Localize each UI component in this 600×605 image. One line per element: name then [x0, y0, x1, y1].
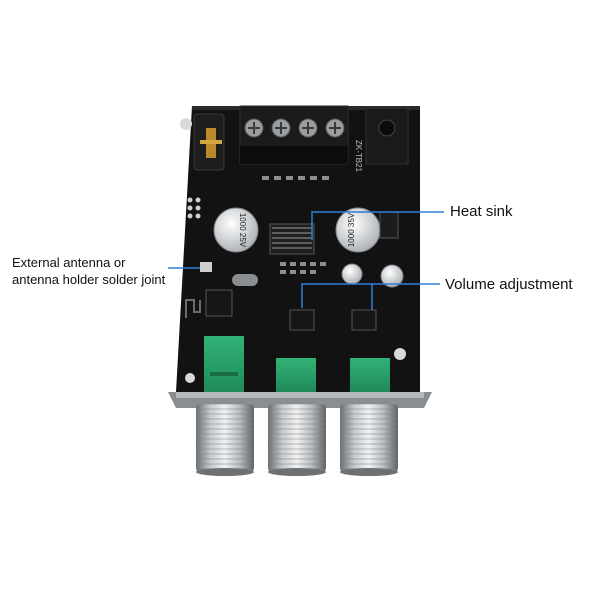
screw-terminal-block: [239, 105, 349, 165]
terminal-screw: [298, 118, 318, 138]
volume-pointer: [301, 283, 440, 310]
capacitor-right: 1000 35V: [335, 207, 381, 253]
antenna-label-line-2: antenna holder solder joint: [12, 272, 166, 287]
heat-sink-ic: [269, 223, 315, 255]
terminal-screw: [244, 118, 264, 138]
potentiometer-body-right: [350, 358, 390, 392]
mount-hole: [180, 118, 192, 130]
volume-knob-left[interactable]: [196, 404, 254, 476]
model-silkscreen: ZK-TB21: [354, 140, 363, 173]
terminal-screw: [271, 118, 291, 138]
pad-grid: [187, 197, 201, 219]
small-capacitor-c38: [341, 263, 363, 285]
heat-sink-label: Heat sink: [450, 203, 513, 220]
capacitor-label: 1000 35V: [347, 212, 356, 247]
op-amp-chip: [289, 309, 315, 331]
antenna-label: External antenna or antenna holder solde…: [12, 254, 165, 288]
mount-hole: [185, 373, 195, 383]
antenna-label-line-1: External antenna or: [12, 255, 126, 270]
heat-sink-pointer: [311, 211, 444, 240]
volume-adjustment-label: Volume adjustment: [445, 276, 573, 293]
bluetooth-module: [185, 274, 258, 318]
small-capacitor-c40: [380, 264, 404, 288]
potentiometer-body-middle: [276, 358, 316, 392]
regulator-chip: [379, 211, 399, 239]
smd-components: [262, 176, 329, 274]
potentiometer-body-left: [204, 336, 244, 392]
dc-power-jack: ZK-TB21: [354, 107, 409, 173]
op-amp-chip: [351, 309, 377, 331]
terminal-screw: [325, 118, 345, 138]
volume-knob-middle[interactable]: [268, 404, 326, 476]
capacitor-label: 1000 25V: [238, 213, 247, 248]
audio-jack: [193, 113, 225, 171]
antenna-solder-joint: [200, 262, 212, 272]
volume-knob-right[interactable]: [340, 404, 398, 476]
capacitor-left: 1000 25V: [213, 207, 259, 253]
mount-hole: [394, 348, 406, 360]
